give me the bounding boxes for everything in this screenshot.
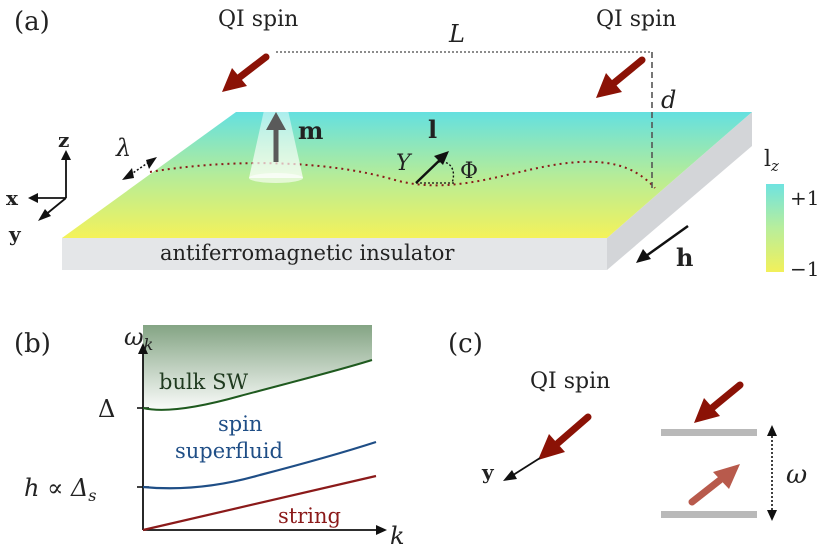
colorbar-max: +1 — [790, 186, 819, 210]
y-axis-head — [38, 209, 51, 221]
upper-level — [661, 429, 757, 436]
c-qi-spin-arrow-head — [538, 434, 565, 460]
m-arrow-head — [266, 112, 286, 130]
delta-s-main: h ∝ Δ — [24, 474, 88, 502]
lower-level — [661, 511, 757, 518]
qi-spin-left-arrow-head — [222, 68, 247, 92]
colorbar-title-main: l — [764, 147, 771, 172]
h-label: h — [676, 243, 693, 272]
qi-spin-right-label: QI spin — [596, 7, 676, 32]
omega-label: ω — [786, 460, 807, 490]
panel-a-label: (a) — [14, 7, 50, 37]
l-arrow-head — [434, 151, 449, 165]
bulk-sw-shading — [143, 325, 372, 410]
b-y-axis-sub: k — [144, 335, 154, 354]
b-x-axis-head — [376, 525, 387, 535]
qi-spin-left-arrow — [236, 53, 270, 81]
b-y-axis-head — [138, 343, 148, 354]
slab-right-face — [607, 112, 752, 270]
b-y-axis-label: ωk — [124, 323, 153, 354]
y-axis-label: y — [8, 222, 22, 246]
phi-label: Φ — [460, 159, 478, 184]
height-label: d — [661, 86, 676, 114]
domain-wall-texture — [149, 160, 656, 189]
c-y-axis — [509, 457, 541, 478]
panel-b-label: (b) — [14, 329, 51, 359]
bulk-sw-label: bulk SW — [159, 370, 248, 394]
superfluid-label: superfluid — [175, 439, 283, 463]
c-y-label: y — [481, 460, 495, 484]
excited-spin-arrow — [688, 476, 724, 506]
colorbar-min: −1 — [790, 257, 819, 281]
omega-arrow-head-bottom — [767, 510, 777, 521]
colorbar — [766, 184, 784, 272]
panel-c-label: (c) — [448, 329, 483, 359]
ground-spin-arrow — [708, 381, 744, 412]
c-qi-spin-label: QI spin — [530, 369, 610, 394]
bulk-sw-curve — [142, 359, 373, 411]
x-axis-head — [28, 193, 38, 203]
b-y-axis-main: ω — [124, 323, 144, 351]
wavelength-arrow-head-2 — [146, 157, 157, 169]
slab-top-surface — [62, 112, 752, 238]
omega-arrow-head-top — [767, 425, 777, 436]
wavelength-arrow-head-1 — [122, 168, 134, 180]
delta-s-label: h ∝ Δs — [24, 474, 97, 505]
wavelength-label: λ — [115, 134, 131, 162]
colorbar-title: lz — [764, 147, 779, 175]
colorbar-title-sub: z — [770, 157, 779, 175]
l-label: l — [428, 115, 437, 144]
m-label: m — [298, 116, 323, 145]
qi-spin-right-arrow — [610, 56, 646, 87]
distance-label: L — [448, 20, 465, 48]
z-axis-head — [61, 150, 71, 160]
h-arrow-head — [636, 249, 651, 263]
ground-spin-arrow-head — [694, 398, 720, 423]
probe-cone-base — [249, 173, 303, 183]
h-arrow — [645, 224, 689, 258]
delta-s-sub: s — [88, 486, 96, 505]
slab-label: antiferromagnetic insulator — [160, 241, 455, 265]
b-x-axis-label: k — [390, 522, 405, 549]
superfluid-curve — [142, 440, 377, 490]
c-qi-spin-arrow — [554, 413, 592, 447]
excited-spin-arrow-head — [713, 464, 740, 489]
string-curve — [142, 474, 377, 532]
slab-front-face — [62, 238, 607, 270]
x-axis-label: x — [6, 186, 19, 210]
phi-angle-arc — [437, 161, 455, 184]
z-axis-label: z — [58, 128, 69, 152]
string-label: string — [278, 504, 341, 528]
c-y-axis-head — [503, 470, 517, 481]
qi-spin-right-arrow-head — [596, 73, 622, 98]
spin-label: spin — [218, 412, 262, 436]
y-coord-label: Y — [396, 151, 413, 176]
delta-label: Δ — [98, 395, 115, 423]
qi-spin-left-label: QI spin — [218, 7, 298, 32]
